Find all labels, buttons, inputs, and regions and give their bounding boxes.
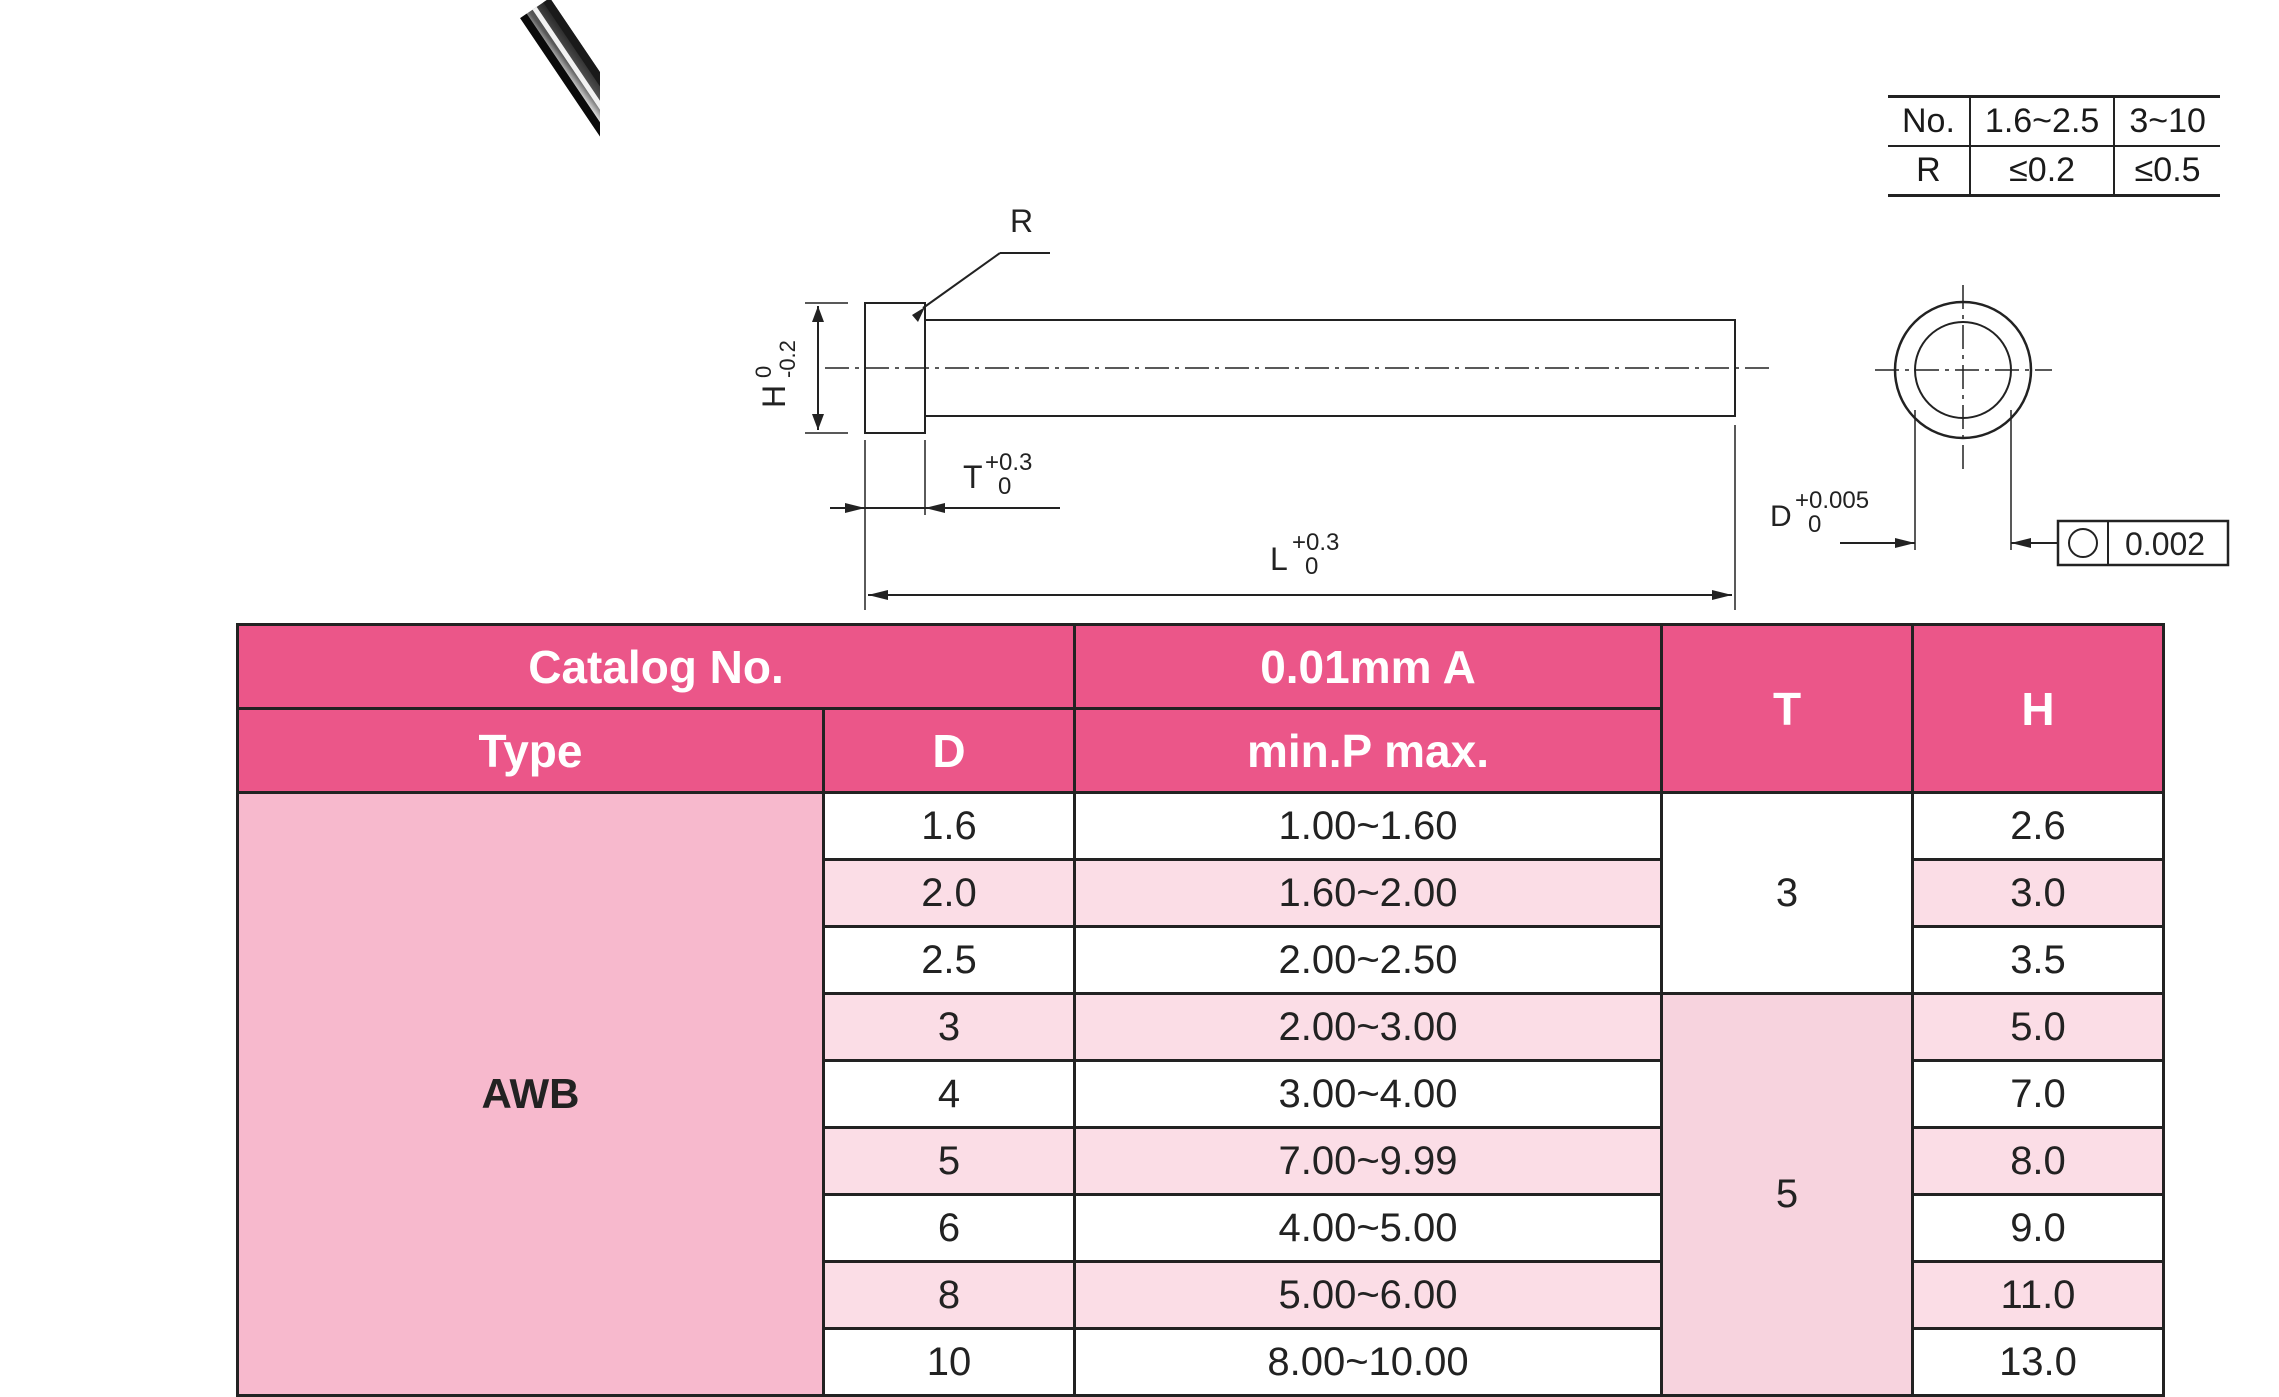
cell-range: 1.60~2.00	[1073, 858, 1663, 928]
cell-d: 2.0	[822, 858, 1076, 928]
cell-h: 7.0	[1911, 1059, 2165, 1129]
cell-d: 1.6	[822, 791, 1076, 861]
header-catalog-no: Catalog No.	[236, 623, 1076, 710]
table-row: 5 7.00~9.99 8.0	[238, 1126, 2165, 1196]
cell-h: 11.0	[1911, 1260, 2165, 1330]
cell-h: 8.0	[1911, 1126, 2165, 1196]
header-h: H	[1911, 623, 2165, 794]
header-t: T	[1660, 623, 1914, 794]
d-dim-upper: +0.005	[1795, 487, 1869, 514]
cell-h: 13.0	[1911, 1327, 2165, 1397]
h-dim-lower: -0.2	[775, 340, 800, 378]
l-dim-upper: +0.3	[1292, 529, 1339, 556]
t-dim-upper: +0.3	[985, 449, 1032, 476]
r-table-value-large: ≤0.5	[2113, 146, 2220, 197]
header-d: D	[822, 707, 1076, 794]
cell-h: 2.6	[1911, 791, 2165, 861]
cell-range: 1.00~1.60	[1073, 791, 1663, 861]
cell-range: 5.00~6.00	[1073, 1260, 1663, 1330]
table-row: 4 3.00~4.00 7.0	[238, 1059, 2165, 1129]
cell-d: 5	[822, 1126, 1076, 1196]
r-table-header-no: No.	[1888, 95, 1970, 147]
cell-d: 2.5	[822, 925, 1076, 995]
r-table-row-label: R	[1888, 146, 1970, 197]
cell-h: 3.5	[1911, 925, 2165, 995]
table-row: 3 2.00~3.00 5 5.0	[238, 992, 2165, 1397]
cell-t-group-1: 3	[1660, 791, 1914, 995]
t-dim-lower: 0	[998, 473, 1011, 500]
cell-h: 3.0	[1911, 858, 2165, 928]
cell-d: 4	[822, 1059, 1076, 1129]
d-dim-lower: 0	[1808, 511, 1821, 538]
cell-d: 10	[822, 1327, 1076, 1397]
table-row: 10 8.00~10.00 13.0	[238, 1327, 2165, 1397]
cell-t-group-2: 5	[1660, 992, 1914, 1397]
t-dim-symbol: T	[963, 459, 983, 495]
cell-range: 2.00~3.00	[1073, 992, 1663, 1062]
table-row: 2.0 1.60~2.00 3.0	[238, 858, 2165, 928]
r-table-header-small: 1.6~2.5	[1968, 95, 2115, 147]
technical-drawing: R H 0 -0.2 T +0.3 0 L +0.3 0 D +0.005 0 …	[751, 203, 2230, 610]
type-cell: AWB	[236, 791, 825, 1397]
cell-h: 9.0	[1911, 1193, 2165, 1263]
radius-label: R	[1010, 203, 1033, 239]
cell-d: 3	[822, 992, 1076, 1062]
l-dim-symbol: L	[1270, 541, 1288, 577]
table-row: 2.5 2.00~2.50 3.5	[238, 925, 2165, 995]
cell-d: 8	[822, 1260, 1076, 1330]
cell-range: 4.00~5.00	[1073, 1193, 1663, 1263]
cell-range: 2.00~2.50	[1073, 925, 1663, 995]
spec-table: Catalog No. 0.01mm A T H Type D min.P ma…	[236, 623, 2165, 1397]
cell-range: 3.00~4.00	[1073, 1059, 1663, 1129]
h-dim-upper: 0	[751, 366, 776, 378]
r-table-value-small: ≤0.2	[1968, 146, 2115, 197]
table-row: AWB 1.6 1.00~1.60 3 2.6	[236, 791, 2165, 1397]
header-a: 0.01mm A	[1073, 623, 1663, 710]
cell-d: 6	[822, 1193, 1076, 1263]
l-dim-lower: 0	[1305, 553, 1318, 580]
d-dim-symbol: D	[1770, 500, 1792, 533]
tolerance-value: 0.002	[2125, 526, 2205, 562]
radius-table: No. 1.6~2.5 3~10 R ≤0.2 ≤0.5	[1888, 95, 2220, 197]
h-dim-symbol: H	[756, 385, 792, 408]
table-row: 6 4.00~5.00 9.0	[238, 1193, 2165, 1263]
cell-range: 8.00~10.00	[1073, 1327, 1663, 1397]
cell-h: 5.0	[1911, 992, 2165, 1062]
header-range: min.P max.	[1073, 707, 1663, 794]
table-row: 8 5.00~6.00 11.0	[238, 1260, 2165, 1330]
cell-range: 7.00~9.99	[1073, 1126, 1663, 1196]
r-table-header-large: 3~10	[2113, 95, 2220, 147]
header-type: Type	[236, 707, 825, 794]
ejector-pin-photo	[520, 0, 600, 524]
